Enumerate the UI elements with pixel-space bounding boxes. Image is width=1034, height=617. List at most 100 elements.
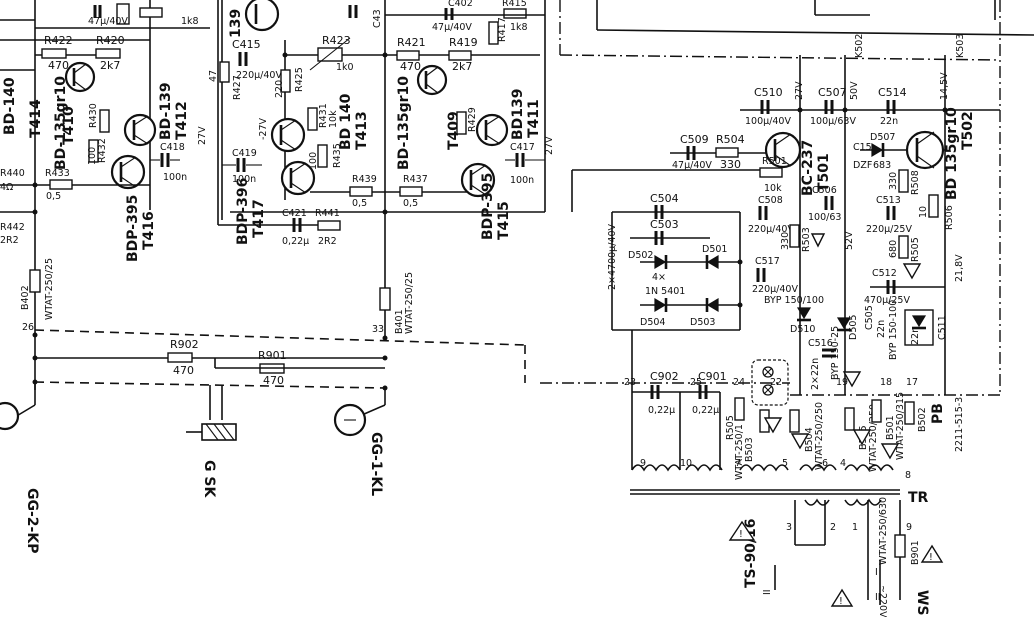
t415-label: T415 bbox=[496, 201, 512, 240]
b503-label: B503 bbox=[744, 437, 755, 462]
r433-label: R433 bbox=[45, 168, 70, 179]
gg2kp-label: GG-2-KP bbox=[24, 488, 40, 553]
c901-value: 0,22µ bbox=[692, 405, 719, 416]
r420-label: R420 bbox=[96, 34, 125, 47]
r501-label: R501 bbox=[762, 156, 787, 167]
r442-label: R442 bbox=[0, 222, 25, 233]
t417-type: BDP-396 bbox=[235, 178, 251, 245]
byp2-label: BYP 150-25 bbox=[830, 326, 841, 380]
c421-label: C421 bbox=[282, 208, 307, 219]
c516-value: 2×22n bbox=[810, 358, 821, 390]
r439-value: 0,5 bbox=[352, 198, 367, 209]
warning-excl-3: ! bbox=[839, 596, 843, 607]
top-cap-label: 47µ/40V bbox=[88, 16, 128, 27]
r422-value: 470 bbox=[48, 59, 69, 72]
c418-value: 100n bbox=[163, 172, 187, 183]
t412-type: BD-139 bbox=[158, 82, 174, 140]
c419-label: C419 bbox=[232, 148, 257, 159]
r902-value: 470 bbox=[173, 364, 194, 377]
r435-value: 100 bbox=[308, 152, 319, 170]
c417-value: 100n bbox=[510, 175, 534, 186]
c507-label: C507 bbox=[818, 86, 847, 99]
c902-label: C902 bbox=[650, 370, 679, 383]
node-2: 2 bbox=[830, 522, 836, 533]
c509-label: C509 bbox=[680, 133, 709, 146]
k502-label: K502 bbox=[854, 34, 865, 58]
b401-label: B401 bbox=[394, 309, 405, 334]
c513-label: C513 bbox=[876, 195, 901, 206]
r432-value: 100 bbox=[87, 147, 98, 165]
t407-type-fragment: 139 bbox=[228, 9, 244, 38]
byp-label: BYP 150/100 bbox=[764, 295, 824, 306]
r415-value: 1k8 bbox=[510, 22, 528, 33]
v27-label-d: 27V bbox=[794, 81, 805, 100]
r432-label: R432 bbox=[97, 138, 108, 163]
c508-value: 220µ/40V bbox=[748, 224, 794, 235]
node-26: 26 bbox=[22, 322, 34, 333]
b503-value: WTAT-250/1 bbox=[734, 424, 745, 480]
c415-value: 220µ/40V bbox=[236, 70, 282, 81]
c503-label: C503 bbox=[650, 218, 679, 231]
node-6: 6 bbox=[822, 458, 828, 469]
r425-label: R425 bbox=[294, 67, 305, 92]
r430-label: R430 bbox=[88, 103, 99, 128]
c505-value: 22n bbox=[876, 320, 887, 338]
r419-label: R419 bbox=[449, 36, 478, 49]
r506-label: R506 bbox=[944, 205, 955, 230]
b401-value: WTAT-250/25 bbox=[404, 272, 415, 334]
v220-label: ~220V bbox=[877, 585, 888, 617]
c415-label: C415 bbox=[232, 38, 261, 51]
r505b-value: 680 bbox=[888, 240, 899, 258]
c512-value: 470µ/25V bbox=[864, 295, 910, 306]
node-33: 33 bbox=[372, 324, 384, 335]
r508-label: R508 bbox=[910, 170, 921, 195]
r433-value: 0,5 bbox=[46, 191, 61, 202]
node-25: 25 bbox=[690, 377, 702, 388]
v27-label-a: 27V bbox=[197, 126, 208, 145]
c15-label: C15 bbox=[853, 142, 872, 153]
node-22: 22 bbox=[770, 377, 782, 388]
r439-label: R439 bbox=[352, 174, 377, 185]
d-4x-label: 4× bbox=[652, 272, 666, 283]
d502-label: D502 bbox=[628, 250, 653, 261]
node-3: 3 bbox=[786, 522, 792, 533]
node-10: 10 bbox=[680, 458, 692, 469]
b504-label: B504 bbox=[804, 427, 815, 452]
t415-type: BDP-395 bbox=[480, 173, 496, 240]
ws-label: WS bbox=[914, 590, 930, 616]
b501-label: B501 bbox=[885, 415, 896, 440]
r440-value-fragment: 4Ω bbox=[0, 182, 13, 193]
v218-label: 21,8V bbox=[954, 254, 965, 282]
t409-type: BD-135gr10 bbox=[396, 76, 412, 170]
warning-excl-1: ! bbox=[739, 529, 743, 540]
r429-label: R429 bbox=[467, 107, 478, 132]
r901-label: R901 bbox=[258, 349, 287, 362]
d504-label: D504 bbox=[640, 317, 665, 328]
b504-value: WTAT-250/250 bbox=[814, 402, 825, 470]
d507-label: D507 bbox=[870, 132, 895, 143]
node-18: 18 bbox=[880, 377, 892, 388]
d501-label: D501 bbox=[702, 244, 727, 255]
c402-label: C402 bbox=[448, 0, 473, 9]
c506-label: C506 bbox=[812, 185, 837, 196]
t412-label: T412 bbox=[174, 101, 190, 140]
t416-label: T416 bbox=[141, 211, 157, 250]
r902-label: R902 bbox=[170, 338, 199, 351]
node-9b: 9 bbox=[906, 522, 912, 533]
node-8: 8 bbox=[905, 470, 911, 481]
top-res-label: 1k8 bbox=[181, 16, 199, 27]
c507-value: 100µ/63V bbox=[810, 116, 856, 127]
t414-type: BD-140 bbox=[2, 77, 18, 135]
t501-label: T501 bbox=[816, 153, 832, 192]
v27-label-c: 27V bbox=[544, 136, 555, 155]
d505-label: D505 bbox=[848, 315, 859, 340]
c-2x4700-label: 2×4700µ/40V bbox=[607, 223, 618, 290]
c902-value: 0,22µ bbox=[648, 405, 675, 416]
d503-label: D503 bbox=[690, 317, 715, 328]
k503-label: K503 bbox=[955, 34, 966, 58]
c504-label: C504 bbox=[650, 192, 679, 205]
switch-roman-left: II bbox=[762, 589, 773, 595]
r441-value: 2R2 bbox=[318, 236, 337, 247]
c509-value: 47µ/40V bbox=[672, 160, 712, 171]
